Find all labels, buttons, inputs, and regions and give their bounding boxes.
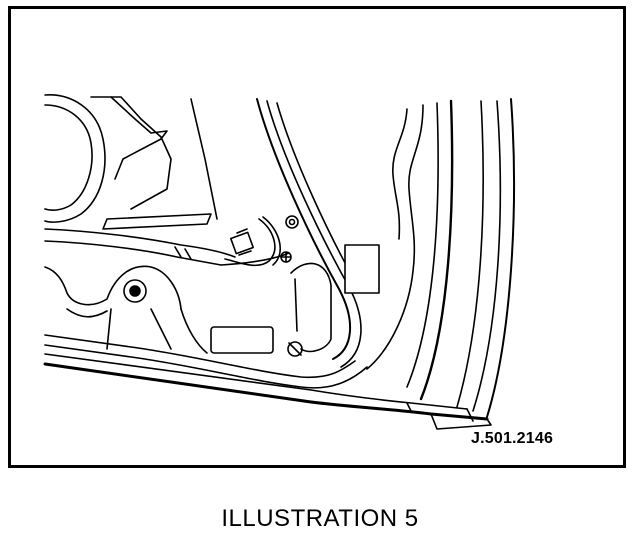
figure-caption: ILLUSTRATION 5	[221, 505, 419, 532]
panel-contour	[44, 228, 290, 266]
wire-harness	[224, 216, 282, 267]
trim-bracket	[290, 262, 332, 353]
door-frame-outer	[366, 98, 515, 418]
door-sill	[43, 334, 492, 430]
reference-code: J.501.2146	[471, 430, 554, 447]
armrest-recess	[44, 94, 218, 230]
door-pocket	[44, 265, 208, 354]
fasteners	[280, 215, 303, 357]
panel-rectangles	[210, 244, 380, 354]
door-panel-line-drawing	[43, 94, 515, 430]
inner-trim	[256, 98, 362, 368]
illustration-frame: J.501.2146	[8, 6, 626, 468]
